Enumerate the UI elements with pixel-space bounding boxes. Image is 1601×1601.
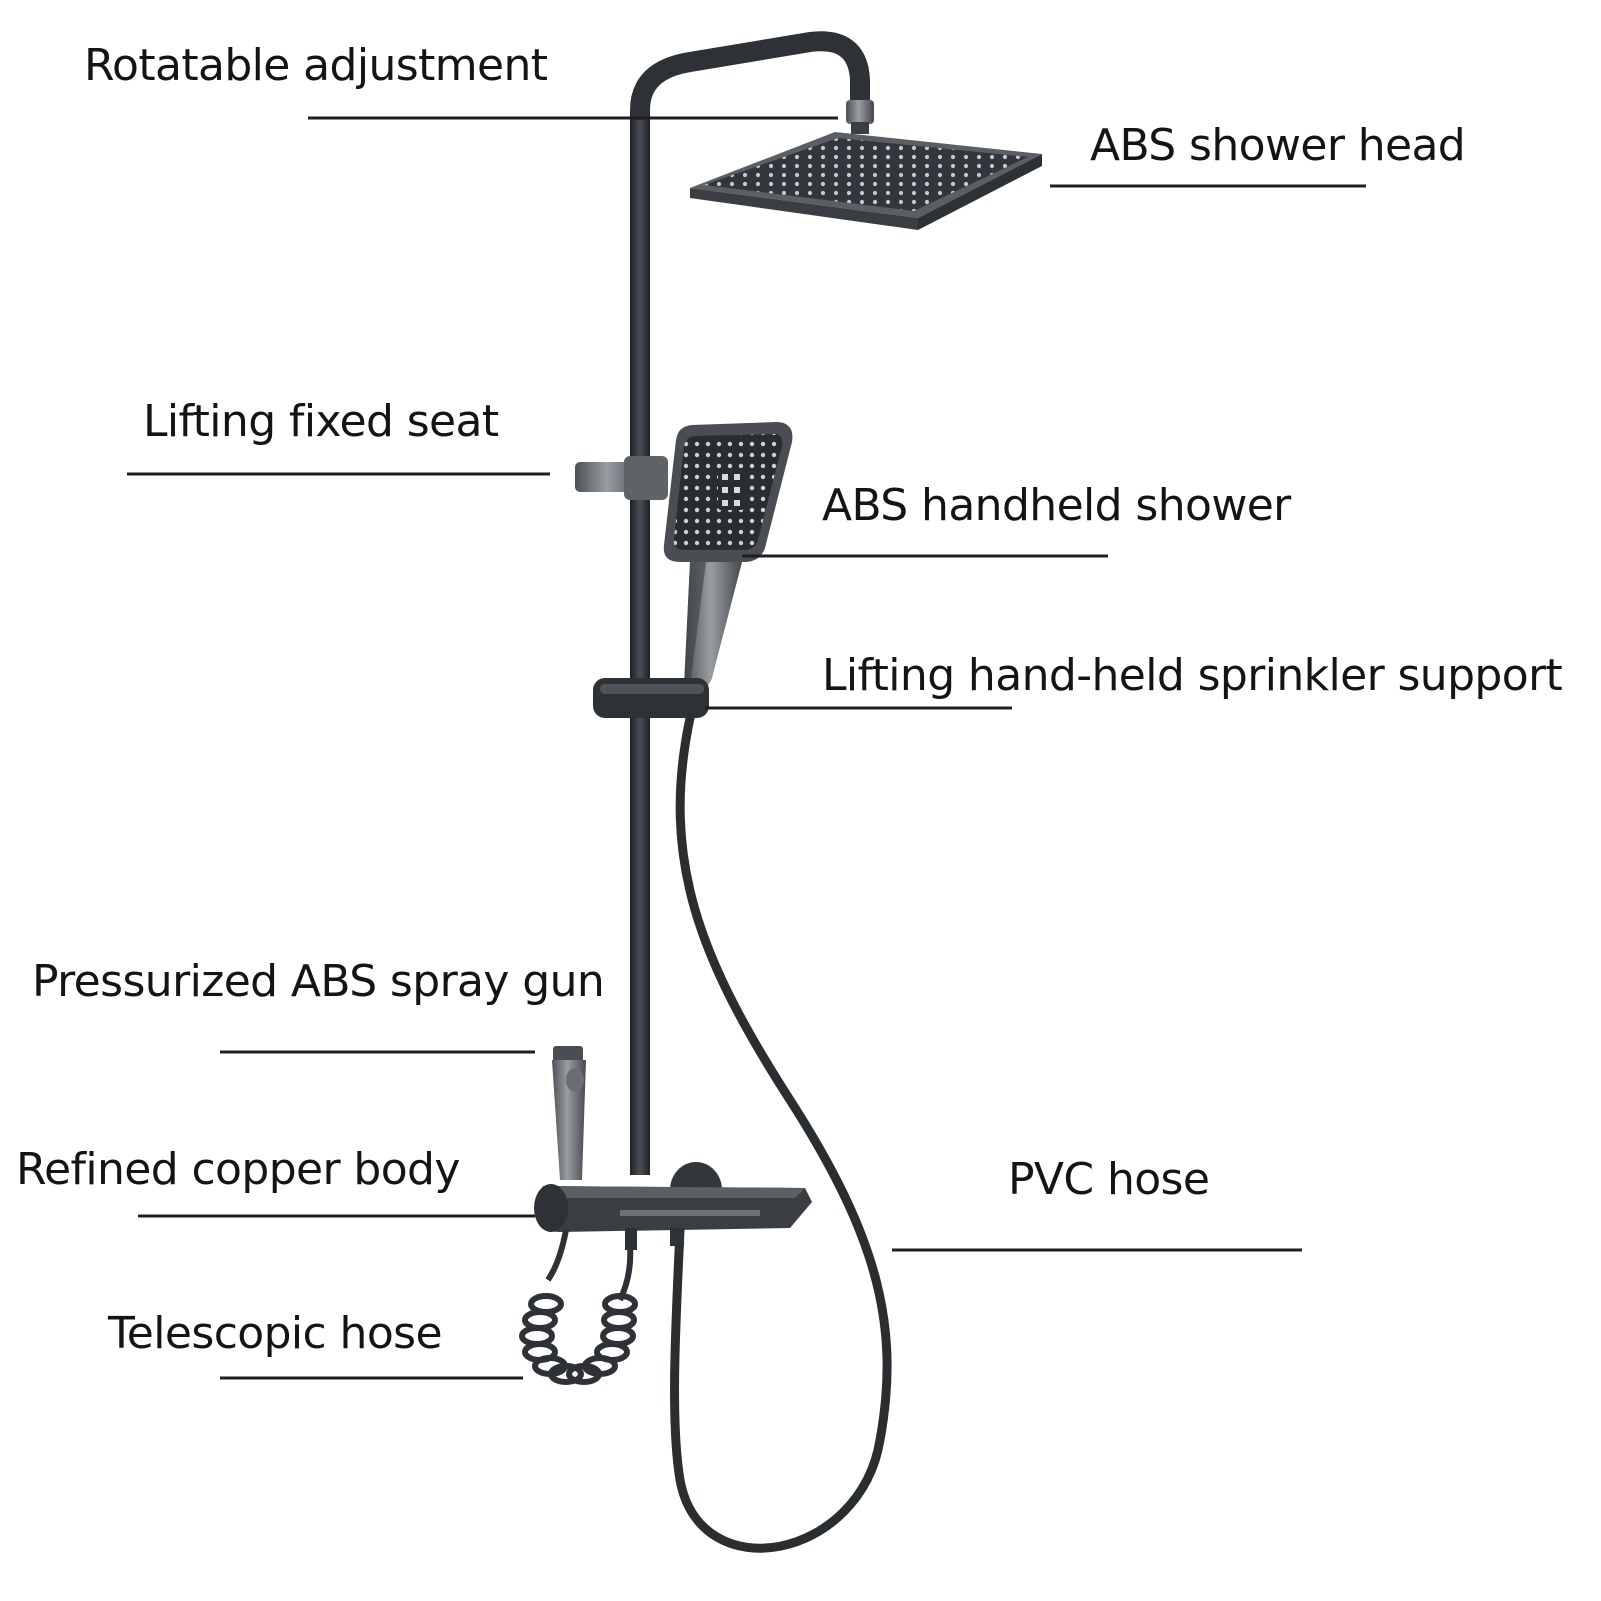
label-refined-copper-body: Refined copper body [16,1144,460,1195]
mixer-body [534,1162,812,1250]
sprinkler-support [593,678,709,718]
label-lifting-sprinkler-support: Lifting hand-held sprinkler support [822,650,1563,701]
label-abs-shower-head: ABS shower head [1090,120,1466,171]
label-telescopic-hose: Telescopic hose [108,1308,443,1359]
shower-head [690,132,1042,230]
handheld-shower [663,422,793,689]
riser-pipe [630,31,870,1175]
label-pvc-hose: PVC hose [1008,1154,1210,1205]
fixed-seat [575,456,668,500]
leader-lines [127,116,1366,1380]
label-abs-handheld-shower: ABS handheld shower [822,480,1291,531]
label-lifting-fixed-seat: Lifting fixed seat [143,396,499,447]
telescopic-hose [519,1229,638,1385]
label-pressurized-spray-gun: Pressurized ABS spray gun [32,956,605,1007]
spray-gun [552,1046,586,1180]
label-rotatable-adjustment: Rotatable adjustment [84,40,548,91]
swivel-joint [846,100,874,134]
pvc-hose [670,713,892,1553]
